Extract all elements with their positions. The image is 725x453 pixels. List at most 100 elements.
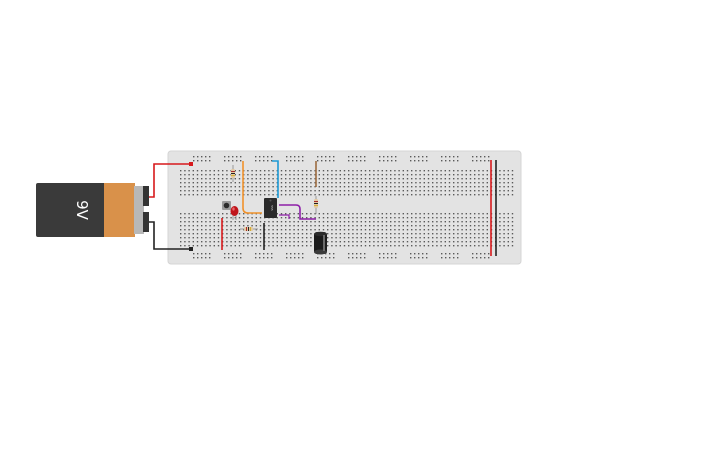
breadboard-hole xyxy=(436,225,438,227)
breadboard-hole xyxy=(243,237,245,239)
breadboard-hole xyxy=(213,233,215,235)
breadboard-hole xyxy=(180,217,182,219)
breadboard-hole xyxy=(348,190,350,192)
breadboard-hole xyxy=(511,182,514,184)
breadboard-hole xyxy=(499,237,501,239)
breadboard-hole xyxy=(478,245,480,247)
breadboard[interactable] xyxy=(167,150,522,265)
breadboard-hole xyxy=(276,225,278,227)
breadboard-hole xyxy=(453,213,455,215)
breadboard-hole xyxy=(406,217,409,219)
breadboard-hole xyxy=(314,229,316,231)
breadboard-hole xyxy=(268,225,270,227)
breadboard-hole xyxy=(259,245,262,247)
purple-wire-lower[interactable] xyxy=(279,214,290,219)
breadboard-hole xyxy=(482,229,484,231)
battery-terminal-positive[interactable] xyxy=(143,186,149,206)
breadboard-hole xyxy=(297,186,299,188)
breadboard-hole xyxy=(411,178,413,180)
chip-555[interactable]: 555 xyxy=(264,198,277,218)
breadboard-hole xyxy=(192,217,194,219)
breadboard-hole xyxy=(461,182,463,184)
breadboard-hole xyxy=(360,174,362,176)
purple-wire[interactable] xyxy=(279,204,316,220)
breadboard-hole xyxy=(352,257,354,259)
breadboard-hole xyxy=(448,229,451,231)
breadboard-hole xyxy=(474,245,476,247)
breadboard-hole xyxy=(448,186,451,188)
breadboard-hole xyxy=(226,186,228,188)
led[interactable] xyxy=(230,206,239,220)
battery-terminal-negative[interactable] xyxy=(143,212,149,232)
breadboard-hole xyxy=(373,229,375,231)
breadboard-hole xyxy=(352,170,354,172)
breadboard-hole xyxy=(228,156,230,158)
breadboard-hole xyxy=(461,241,463,243)
breadboard-hole xyxy=(395,257,397,259)
resistor-right[interactable] xyxy=(314,196,318,214)
battery-9v[interactable]: 9V xyxy=(36,183,149,237)
breadboard-hole xyxy=(503,182,505,184)
breadboard-hole xyxy=(335,245,337,247)
chip-label: 555 xyxy=(270,205,274,211)
breadboard-hole xyxy=(268,245,270,247)
breadboard-hole xyxy=(381,186,383,188)
breadboard-hole xyxy=(238,174,241,176)
electrolytic-capacitor[interactable] xyxy=(314,231,327,255)
breadboard-hole xyxy=(395,253,397,255)
battery-positive-wire[interactable] xyxy=(149,163,192,198)
breadboard-hole xyxy=(251,245,253,247)
breadboard-hole xyxy=(213,237,215,239)
breadboard-hole xyxy=(488,253,490,255)
breadboard-hole xyxy=(474,194,476,196)
breadboard-hole xyxy=(436,233,438,235)
breadboard-hole xyxy=(436,245,438,247)
breadboard-hole xyxy=(192,178,194,180)
breadboard-hole xyxy=(285,194,287,196)
breadboard-hole xyxy=(343,178,346,180)
breadboard-hole xyxy=(343,229,346,231)
blue-wire[interactable] xyxy=(272,160,279,198)
breadboard-hole xyxy=(356,257,358,259)
battery-negative-wire[interactable] xyxy=(149,221,192,250)
breadboard-hole xyxy=(247,194,249,196)
breadboard-hole xyxy=(247,241,249,243)
orange-wire[interactable] xyxy=(242,161,262,214)
breadboard-hole xyxy=(251,194,253,196)
breadboard-hole xyxy=(448,213,451,215)
breadboard-hole xyxy=(314,170,316,172)
breadboard-hole xyxy=(348,217,350,219)
breadboard-hole xyxy=(209,182,211,184)
breadboard-hole xyxy=(364,174,367,176)
breadboard-hole xyxy=(243,217,245,219)
breadboard-hole xyxy=(335,174,337,176)
breadboard-hole xyxy=(419,213,421,215)
breadboard-hole xyxy=(422,160,424,162)
push-button[interactable] xyxy=(222,201,231,210)
breadboard-hole xyxy=(507,178,509,180)
breadboard-hole xyxy=(327,225,329,227)
breadboard-hole xyxy=(385,174,388,176)
breadboard-hole xyxy=(243,245,245,247)
breadboard-hole xyxy=(444,233,446,235)
breadboard-hole xyxy=(230,182,232,184)
breadboard-hole xyxy=(423,186,425,188)
breadboard-hole xyxy=(486,221,488,223)
breadboard-hole xyxy=(193,257,195,259)
breadboard-hole xyxy=(511,241,514,243)
breadboard-hole xyxy=(453,225,455,227)
breadboard-hole xyxy=(196,194,199,196)
breadboard-hole xyxy=(402,182,404,184)
breadboard-hole xyxy=(238,241,241,243)
breadboard-hole xyxy=(465,178,467,180)
breadboard-hole xyxy=(188,229,190,231)
breadboard-hole xyxy=(327,237,329,239)
breadboard-hole xyxy=(360,190,362,192)
breadboard-hole xyxy=(453,217,455,219)
breadboard-hole xyxy=(196,225,199,227)
breadboard-hole xyxy=(343,233,346,235)
resistor-top[interactable] xyxy=(231,165,235,182)
breadboard-hole xyxy=(226,233,228,235)
resistor-bottom[interactable] xyxy=(240,227,258,231)
